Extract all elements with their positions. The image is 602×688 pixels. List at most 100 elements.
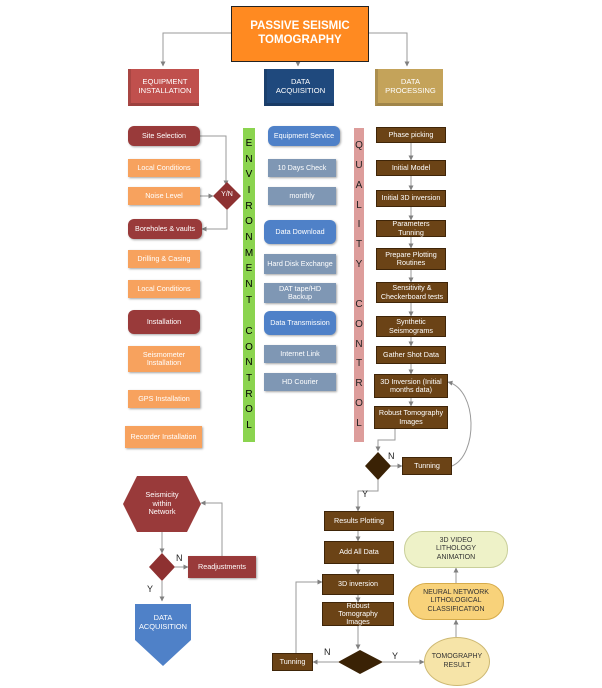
seismicity-no-label: N [176, 553, 183, 563]
network-line: within [152, 498, 172, 508]
header-line: INSTALLATION [138, 86, 192, 95]
gather-shot-data-step: Gather Shot Data [376, 346, 446, 364]
bar-letter: O [245, 216, 253, 228]
bar-letter: E [245, 137, 253, 149]
phase-picking-step: Phase picking [376, 127, 446, 143]
tunning-step-2: Tunning [272, 653, 313, 671]
bar-letter: R [245, 200, 253, 212]
bar-letter: L [246, 419, 252, 431]
results-plotting-step: Results Plotting [324, 511, 394, 531]
data-download-step: Data Download [264, 220, 336, 244]
step-line: Prepare Plotting [385, 249, 437, 259]
seismicity-network-hexagon [123, 476, 201, 532]
output-line: LITHOLOGICAL [430, 597, 482, 605]
bar-letter: L [356, 417, 362, 429]
bar-letter: O [245, 404, 253, 416]
sensitivity-checkerboard-step: Sensitivity &Checkerboard tests [376, 282, 448, 303]
output-line: RESULT [443, 661, 471, 669]
processing-decision-1 [365, 452, 391, 480]
bar-letter: M [244, 247, 254, 259]
drilling-casing-step: Drilling & Casing [128, 250, 200, 268]
initial-3d-inversion-step: Initial 3D inversion [376, 190, 446, 207]
step-line: Installation [146, 358, 182, 367]
step-line: months data) [390, 385, 432, 394]
decision-yes-label-2: Y [392, 651, 399, 661]
header-line: PROCESSING [385, 86, 436, 95]
bar-letter: N [245, 357, 253, 369]
hd-courier-step: HD Courier [264, 373, 336, 391]
installation-step: Installation [128, 310, 200, 334]
step-line: Sensitivity & [392, 283, 432, 293]
output-line: NEURAL NETWORK [423, 588, 489, 596]
yes-no-decision [213, 182, 241, 210]
step-line: Checkerboard tests [380, 291, 444, 301]
decision-no-label: N [388, 451, 395, 461]
bar-letter [358, 280, 361, 290]
bar-letter: V [245, 169, 253, 181]
dat-tape-backup-step: DAT tape/HD Backup [264, 283, 336, 303]
quality-control-bar: Q U A L I T Y C O N T R O L [354, 128, 364, 442]
bar-letter: T [355, 239, 363, 251]
title-line-1: PASSIVE SEISMIC [250, 20, 350, 33]
header-line: DATA [400, 76, 421, 86]
step-line: Images [346, 617, 370, 627]
seismicity-decision [149, 553, 175, 581]
gps-installation-step: GPS Installation [128, 390, 200, 408]
output-line: CLASSIFICATION [427, 605, 485, 613]
step-line: 3D Inversion (Initial [380, 376, 442, 386]
output-line: 3D VIDEO [439, 536, 473, 544]
data-transmission-step: Data Transmission [264, 311, 336, 335]
bar-letter: A [355, 179, 363, 191]
parameters-tunning-step: Parameters Tunning [376, 220, 446, 237]
output-line: TOMOGRAPHY [431, 653, 483, 661]
noise-level-step: Noise Level [128, 187, 200, 205]
bar-letter: R [355, 378, 363, 390]
tunning-step: Tunning [402, 457, 452, 475]
bar-letter: E [245, 263, 253, 275]
step-line: Seismometer [142, 349, 186, 359]
add-all-data-step: Add All Data [324, 541, 394, 564]
processing-decision-2 [338, 650, 383, 674]
bar-letter: U [355, 159, 363, 171]
recorder-installation-step: Recorder Installation [125, 426, 202, 448]
equipment-service-step: Equipment Service [268, 126, 340, 146]
initial-model-step: Initial Model [376, 160, 446, 176]
readjustments-step: Readjustments [188, 556, 256, 578]
local-conditions-step-2: Local Conditions [128, 280, 200, 298]
output-line: LITHOLOGY [435, 545, 477, 553]
decision-no-label-2: N [324, 647, 331, 657]
boreholes-vaults-step: Boreholes & vaults [128, 219, 202, 239]
bar-letter [248, 311, 251, 321]
3d-inversion-step: 3D inversion [322, 574, 394, 595]
ten-days-check-step: 10 Days Check [268, 159, 336, 177]
acquisition-line: ACQUISITION [138, 622, 188, 631]
bar-letter: O [355, 398, 363, 410]
bar-letter: C [245, 325, 253, 337]
bar-letter: N [245, 231, 253, 243]
data-acquisition-pentagon [135, 604, 191, 666]
header-line: ACQUISITION [275, 86, 326, 95]
output-line: ANIMATION [436, 553, 476, 561]
bar-letter: I [247, 184, 251, 196]
step-line: Synthetic [396, 317, 426, 327]
network-line: Seismicity [145, 490, 179, 500]
local-conditions-step: Local Conditions [128, 159, 200, 177]
bar-letter: T [355, 358, 363, 370]
bar-letter: N [245, 278, 253, 290]
step-line: Robust Tomography [378, 408, 444, 418]
bar-letter: R [245, 388, 253, 400]
bar-letter: Y [355, 259, 363, 271]
internet-link-step: Internet Link [264, 345, 336, 363]
header-line: DATA [290, 76, 311, 86]
acquisition-line: DATA [153, 613, 173, 623]
